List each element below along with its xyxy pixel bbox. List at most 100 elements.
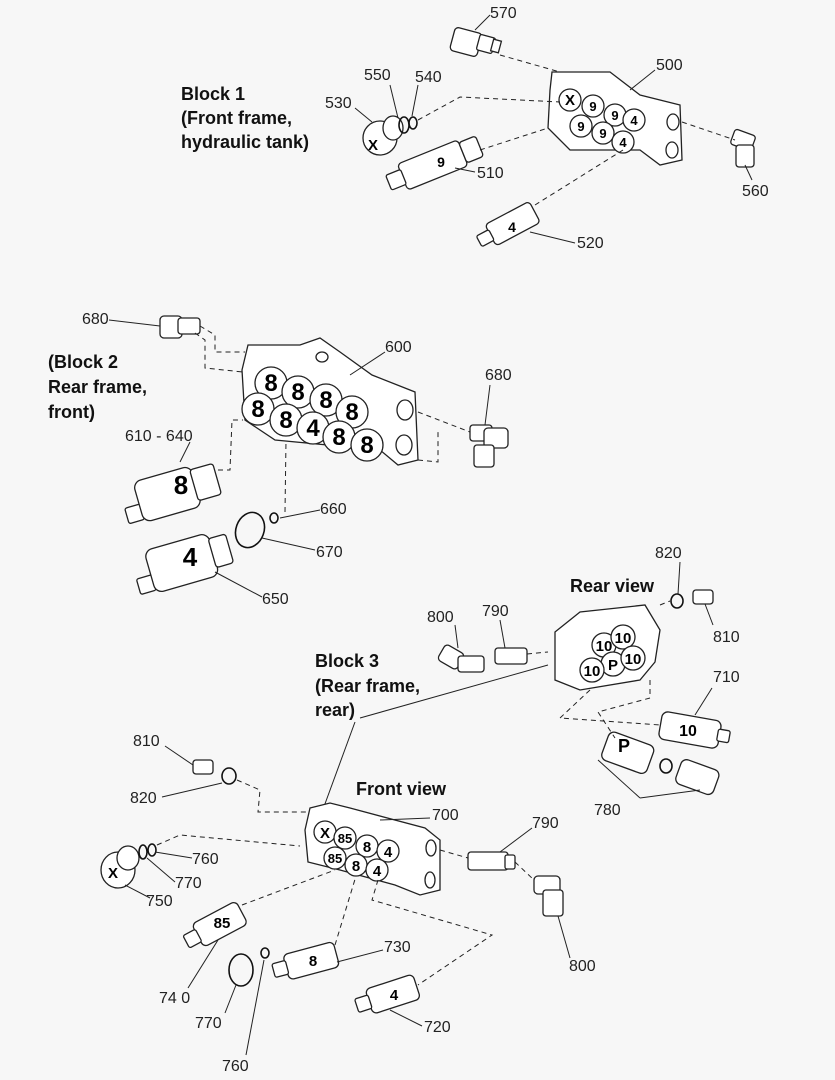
callout-680: 680: [485, 367, 512, 384]
port-mark: 8: [352, 858, 360, 875]
port-mark: 85: [338, 831, 352, 846]
port-9: [591, 121, 615, 145]
callout-560: 560: [742, 183, 769, 200]
cartridge-730: [271, 941, 340, 980]
port-10: [620, 645, 646, 671]
oring-660: [269, 512, 279, 524]
plug-530-body: [382, 115, 404, 141]
plug-810-front: [192, 759, 214, 775]
callout-790: 790: [532, 815, 559, 832]
block-2-title-line3: front): [48, 402, 95, 422]
port-mark: 4: [508, 219, 516, 235]
callout-800: 800: [427, 609, 454, 626]
callout-500: 500: [656, 57, 683, 74]
cartridge-510: [385, 136, 484, 191]
port-mark: 4: [373, 863, 382, 880]
port-mark: X: [320, 825, 330, 842]
port-hole: [425, 839, 437, 857]
callout-760: 760: [192, 851, 219, 868]
callout-660: 660: [320, 501, 347, 518]
port-10: [610, 624, 636, 650]
callout-730: 730: [384, 939, 411, 956]
callout-720: 720: [424, 1019, 451, 1036]
elbow-800-front: [533, 875, 564, 917]
callout-570: 570: [490, 5, 517, 22]
port-mark: 4: [306, 415, 320, 442]
callout-790: 790: [482, 603, 509, 620]
port-mark: 4: [619, 135, 627, 150]
port-4: [611, 130, 635, 154]
block-3-title-line3: rear): [315, 700, 355, 720]
port-mark: 8: [279, 407, 292, 434]
cartridge-780: [601, 731, 655, 775]
fitting-790-rear: [494, 647, 528, 665]
port-hole: [396, 399, 414, 421]
callout-550: 550: [364, 67, 391, 84]
port-mark: X: [368, 137, 378, 154]
cartridge-740: [182, 901, 247, 949]
port-mark: 85: [214, 915, 231, 932]
block-2-title-line1: (Block 2: [48, 352, 118, 372]
port-mark: 8: [174, 470, 188, 500]
port-mark: 8: [309, 953, 317, 970]
oring-770-lower: [228, 953, 254, 987]
port-4: [376, 839, 400, 863]
elbow-680-left: [159, 315, 201, 339]
callout-700: 700: [432, 807, 459, 824]
oring-780: [659, 758, 673, 774]
port-mark: 8: [360, 432, 373, 459]
oring-820-rear: [670, 593, 684, 609]
port-9: [569, 114, 593, 138]
port-mark: 4: [384, 844, 393, 861]
block-1-title-line3: hydraulic tank): [181, 132, 309, 152]
elbow-560: [730, 128, 756, 168]
port-mark: 10: [596, 638, 613, 655]
callout-510: 510: [477, 165, 504, 182]
port-mark: 10: [615, 630, 632, 647]
port-hole: [666, 113, 680, 131]
block-1-title-line2: (Front frame,: [181, 108, 292, 128]
port-85: [333, 826, 357, 850]
callout-750: 750: [146, 893, 173, 910]
fitting-790-front: [467, 851, 516, 871]
port-mark: X: [108, 865, 118, 882]
elbow-680-right: [469, 424, 509, 468]
block-3-title-line1: Block 3: [315, 651, 379, 671]
front-view-label: Front view: [356, 779, 447, 799]
callout-610-640: 610 - 640: [125, 428, 193, 445]
port-hole: [665, 141, 679, 159]
oring-760-lower: [260, 947, 270, 959]
port-x: [558, 88, 582, 112]
cartridge-720: [354, 974, 420, 1014]
port-10: [579, 657, 605, 683]
callout-650: 650: [262, 591, 289, 608]
port-mark: 9: [599, 126, 606, 141]
port-mark: 8: [251, 396, 264, 423]
callout-780: 780: [594, 802, 621, 819]
block-3-group: Block 3 (Rear frame, rear) Rear view Fro…: [100, 545, 740, 1075]
cartridge-650: [136, 533, 234, 595]
port-mark: 8: [319, 387, 332, 414]
callout-540: 540: [415, 69, 442, 86]
callout-710: 710: [713, 669, 740, 686]
port-mark: 10: [584, 663, 601, 680]
callout-680: 680: [82, 311, 109, 328]
callout-810: 810: [713, 629, 740, 646]
callout-820: 820: [655, 545, 682, 562]
port-mark: 85: [328, 851, 342, 866]
port-hole: [315, 351, 329, 363]
callout-800: 800: [569, 958, 596, 975]
port-mark: 8: [332, 424, 345, 451]
port-mark: 8: [345, 399, 358, 426]
block-3-title-line2: (Rear frame,: [315, 676, 420, 696]
port-4: [622, 108, 646, 132]
callout-520: 520: [577, 235, 604, 252]
port-mark: X: [565, 92, 575, 109]
ring-540: [408, 116, 418, 130]
port-mark: 4: [390, 987, 399, 1004]
oring-770-front: [138, 844, 148, 860]
callout-810: 810: [133, 733, 160, 750]
cartridge-520: [476, 202, 540, 247]
fitting-570: [449, 27, 503, 57]
block-1-title-line1: Block 1: [181, 84, 245, 104]
